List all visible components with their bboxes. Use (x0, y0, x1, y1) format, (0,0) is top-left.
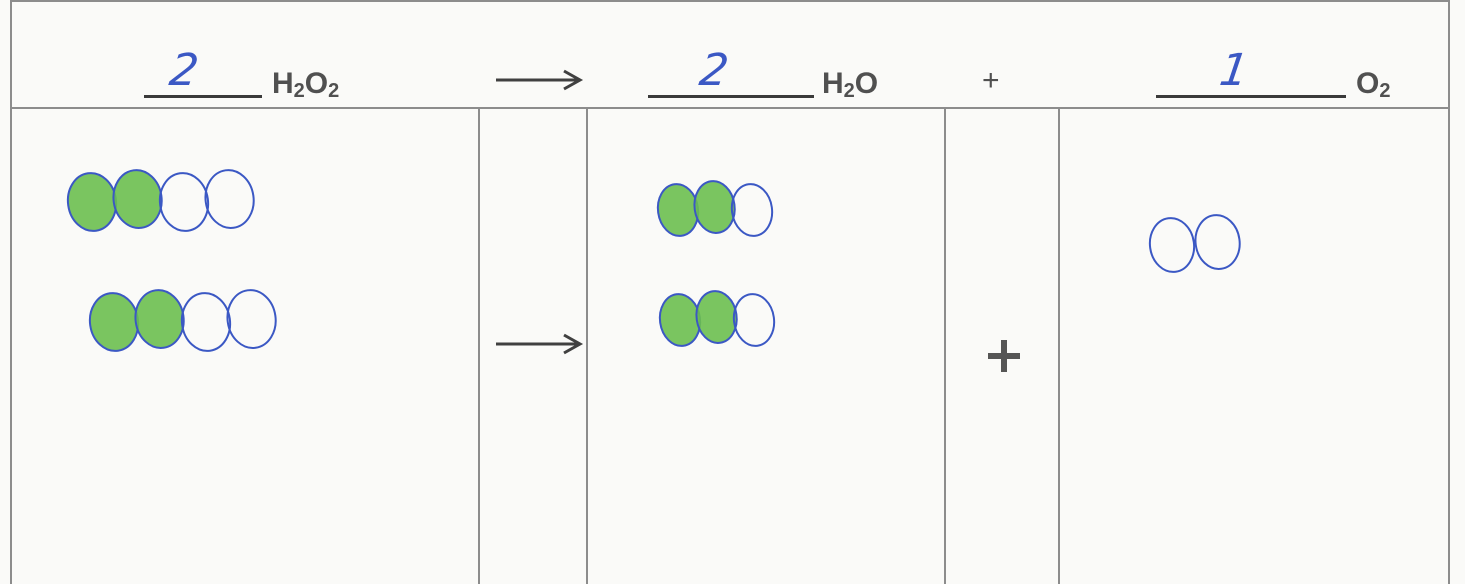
oxygen-atom (1194, 214, 1241, 270)
table-right-border (1448, 0, 1450, 584)
header-divider (10, 107, 1450, 109)
column-divider-4 (1058, 107, 1060, 584)
body-right-arrow-icon (496, 333, 584, 355)
hydrogen-atom (693, 180, 736, 234)
hydrogen-atom (88, 292, 140, 352)
product1-coefficient-blank[interactable] (648, 95, 814, 98)
oxygen-atom (180, 292, 232, 352)
product2-formula: O2 (1356, 67, 1391, 102)
product1-formula: H2O (822, 67, 879, 102)
hydrogen-atom (695, 290, 738, 344)
table-top-border (10, 0, 1450, 2)
oxygen-atom (226, 289, 277, 349)
product1-header: 2 H2O (648, 45, 908, 105)
oxygen-atom (732, 293, 776, 347)
table-left-border (10, 0, 12, 584)
header-right-arrow-icon (496, 69, 584, 91)
product1-molecule-1 (656, 180, 774, 237)
oxygen-atom (730, 183, 774, 237)
column-divider-1 (478, 107, 480, 584)
column-divider-2 (586, 107, 588, 584)
hydrogen-atom (66, 172, 118, 232)
reactant-molecule-1 (66, 169, 255, 232)
hydrogen-atom (134, 289, 185, 349)
reactant-coefficient-blank[interactable] (144, 95, 262, 98)
oxygen-atom (158, 172, 210, 232)
product1-molecule-2 (658, 290, 776, 347)
hydrogen-atom (112, 169, 163, 229)
header-plus-sign: + (982, 64, 1000, 97)
oxygen-atom (204, 169, 255, 229)
reactant-formula: H2O2 (272, 67, 340, 102)
product2-header: 1 O2 (1156, 45, 1436, 105)
column-divider-3 (944, 107, 946, 584)
oxygen-atom (1148, 217, 1196, 273)
product2-coefficient-blank[interactable] (1156, 95, 1346, 98)
reactant-molecule-2 (88, 289, 277, 352)
reactant-header: 2 H2O2 (140, 45, 400, 105)
product2-molecule-1 (1148, 214, 1241, 273)
body-plus-icon (988, 340, 1020, 372)
